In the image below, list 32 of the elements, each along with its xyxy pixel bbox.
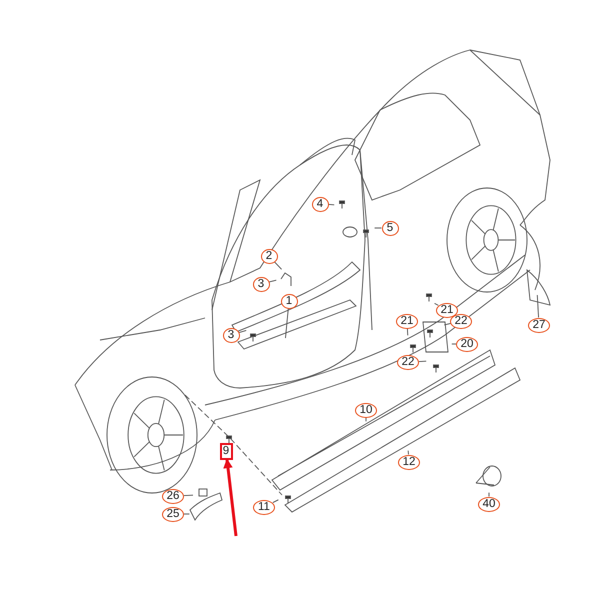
leader-line <box>272 499 279 504</box>
callout-number: 21 <box>436 302 458 318</box>
callout-number: 10 <box>355 402 377 418</box>
leader-line <box>268 280 277 282</box>
callout-number: 5 <box>382 220 398 236</box>
callout-number: 20 <box>456 336 478 352</box>
callout-number: 21 <box>396 314 418 328</box>
leader-line <box>434 302 439 306</box>
leader-line <box>406 328 408 336</box>
callout-number: 12 <box>398 454 420 470</box>
leader-line <box>238 330 247 334</box>
callout-number: 22 <box>450 314 472 328</box>
leader-line <box>536 294 540 318</box>
callout-number: 25 <box>162 506 184 522</box>
callout-number: 40 <box>478 496 500 512</box>
callout-number: 1 <box>280 294 298 308</box>
callout-number: 3 <box>222 328 240 342</box>
callout-number: 4 <box>312 196 328 212</box>
arrow <box>223 458 238 536</box>
callout-number: 11 <box>253 500 275 514</box>
leader-line <box>488 492 490 497</box>
callout-number: 9 <box>220 442 232 460</box>
leader-line <box>184 494 194 496</box>
callout-number: 22 <box>397 354 419 370</box>
leader-line <box>274 261 282 270</box>
callout-number: 27 <box>528 318 550 332</box>
leader-line <box>285 308 289 338</box>
callout-number: 26 <box>162 488 184 504</box>
callout-number: 3 <box>252 276 270 292</box>
leader-line <box>418 360 427 362</box>
callout-number: 2 <box>260 248 278 264</box>
leader-line <box>408 450 409 455</box>
